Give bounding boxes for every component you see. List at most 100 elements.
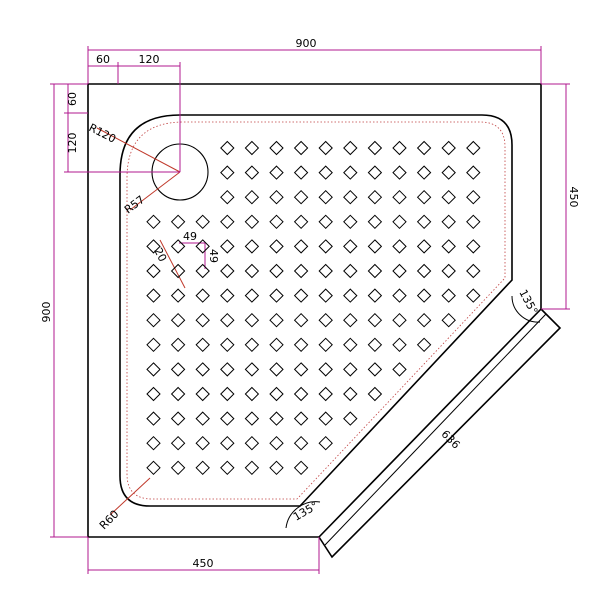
diamond-stud-icon xyxy=(195,435,210,451)
diamond-stud-icon xyxy=(146,263,161,279)
diamond-stud-icon xyxy=(269,165,284,180)
tray-outer-outline xyxy=(87,83,542,538)
diamond-stud-icon xyxy=(146,435,161,451)
diamond-stud-icon xyxy=(170,288,186,303)
diamond-stud-icon xyxy=(170,411,186,426)
diamond-stud-icon xyxy=(195,362,210,377)
diamond-stud-icon xyxy=(293,312,309,328)
diamond-stud-icon xyxy=(293,214,309,230)
diamond-stud-icon xyxy=(220,460,235,476)
label-top-offset-b: 120 xyxy=(139,53,160,66)
diamond-stud-icon xyxy=(293,263,309,279)
diamond-stud-icon xyxy=(367,214,383,230)
diamond-stud-icon xyxy=(170,386,186,402)
diamond-stud-icon xyxy=(195,214,210,230)
diamond-stud-icon xyxy=(269,435,284,451)
diamond-stud-icon xyxy=(441,239,456,254)
diamond-stud-icon xyxy=(269,189,284,205)
diamond-stud-icon xyxy=(466,189,481,205)
diamond-stud-icon xyxy=(466,140,481,156)
pattern-offset-leader xyxy=(159,239,186,289)
diamond-stud-icon xyxy=(244,460,260,476)
diamond-stud-icon xyxy=(220,362,235,377)
diamond-stud-icon xyxy=(318,337,333,353)
diamond-stud-icon xyxy=(416,288,432,303)
diamond-stud-icon xyxy=(343,263,358,279)
basin-inner-dotted xyxy=(126,121,506,500)
diamond-stud-icon xyxy=(416,263,432,279)
label-diagonal: 636 xyxy=(438,428,462,452)
diamond-stud-icon xyxy=(367,337,383,353)
diamond-stud-icon xyxy=(244,189,260,205)
diamond-stud-icon xyxy=(220,263,235,279)
diamond-stud-icon xyxy=(343,312,358,328)
diamond-stud-icon xyxy=(244,165,260,180)
diamond-stud-icon xyxy=(343,140,358,156)
diamond-stud-icon xyxy=(293,288,309,303)
diamond-stud-icon xyxy=(195,239,210,254)
diamond-stud-icon xyxy=(220,239,235,254)
diamond-stud-icon xyxy=(146,337,161,353)
diamond-stud-icon xyxy=(293,337,309,353)
diamond-stud-icon xyxy=(367,189,383,205)
diamond-stud-icon xyxy=(392,239,407,254)
diamond-stud-icon xyxy=(441,263,456,279)
diamond-stud-icon xyxy=(244,288,260,303)
label-pitch-v: 49 xyxy=(207,249,220,263)
label-pattern-offset: 20 xyxy=(151,246,169,264)
diamond-stud-icon xyxy=(392,288,407,303)
diamond-stud-icon xyxy=(441,140,456,156)
diamond-stud-icon xyxy=(416,239,432,254)
angle-arc-top xyxy=(511,295,541,323)
diamond-stud-icon xyxy=(441,189,456,205)
diamond-stud-icon xyxy=(343,362,358,377)
diamond-stud-icon xyxy=(293,411,309,426)
diamond-stud-icon xyxy=(466,263,481,279)
diamond-stud-icon xyxy=(466,239,481,254)
diamond-stud-icon xyxy=(170,263,186,279)
diamond-stud-icon xyxy=(146,460,161,476)
diamond-stud-icon xyxy=(367,263,383,279)
diamond-stud-icon xyxy=(269,263,284,279)
diamond-stud-icon xyxy=(293,460,309,476)
diamond-stud-icon xyxy=(293,435,309,451)
diamond-stud-icon xyxy=(441,288,456,303)
diamond-stud-icon xyxy=(170,214,186,230)
diamond-stud-icon xyxy=(146,312,161,328)
diamond-stud-icon xyxy=(244,263,260,279)
diamond-stud-icon xyxy=(293,239,309,254)
label-left-offset-a: 60 xyxy=(66,92,79,106)
diamond-stud-icon xyxy=(269,362,284,377)
diamond-stud-icon xyxy=(318,362,333,377)
diamond-stud-icon xyxy=(343,337,358,353)
diamond-stud-icon xyxy=(195,386,210,402)
diamond-stud-icon xyxy=(244,337,260,353)
diamond-stud-icon xyxy=(343,189,358,205)
diamond-stud-icon xyxy=(367,165,383,180)
label-radius-corner: R57 xyxy=(122,193,147,216)
diamond-stud-icon xyxy=(367,239,383,254)
tray-front-edge xyxy=(318,308,562,559)
diamond-stud-icon xyxy=(269,140,284,156)
diamond-stud-icon xyxy=(367,362,383,377)
diamond-stud-icon xyxy=(416,312,432,328)
tray-front-edge-inner xyxy=(324,313,547,546)
diamond-stud-icon xyxy=(293,140,309,156)
diamond-stud-icon xyxy=(195,460,210,476)
label-right-side: 450 xyxy=(567,187,580,208)
diamond-stud-icon xyxy=(392,189,407,205)
diamond-stud-icon xyxy=(392,165,407,180)
diamond-stud-icon xyxy=(170,312,186,328)
diamond-stud-icon xyxy=(170,460,186,476)
diamond-stud-icon xyxy=(318,165,333,180)
diamond-stud-icon xyxy=(392,263,407,279)
diamond-stud-icon xyxy=(441,165,456,180)
diamond-stud-icon xyxy=(343,239,358,254)
diamond-stud-icon xyxy=(441,214,456,230)
diamond-stud-icon xyxy=(441,312,456,328)
diamond-stud-icon xyxy=(195,337,210,353)
diamond-stud-icon xyxy=(343,411,358,426)
diamond-stud-icon xyxy=(220,411,235,426)
diamond-stud-icon xyxy=(466,214,481,230)
